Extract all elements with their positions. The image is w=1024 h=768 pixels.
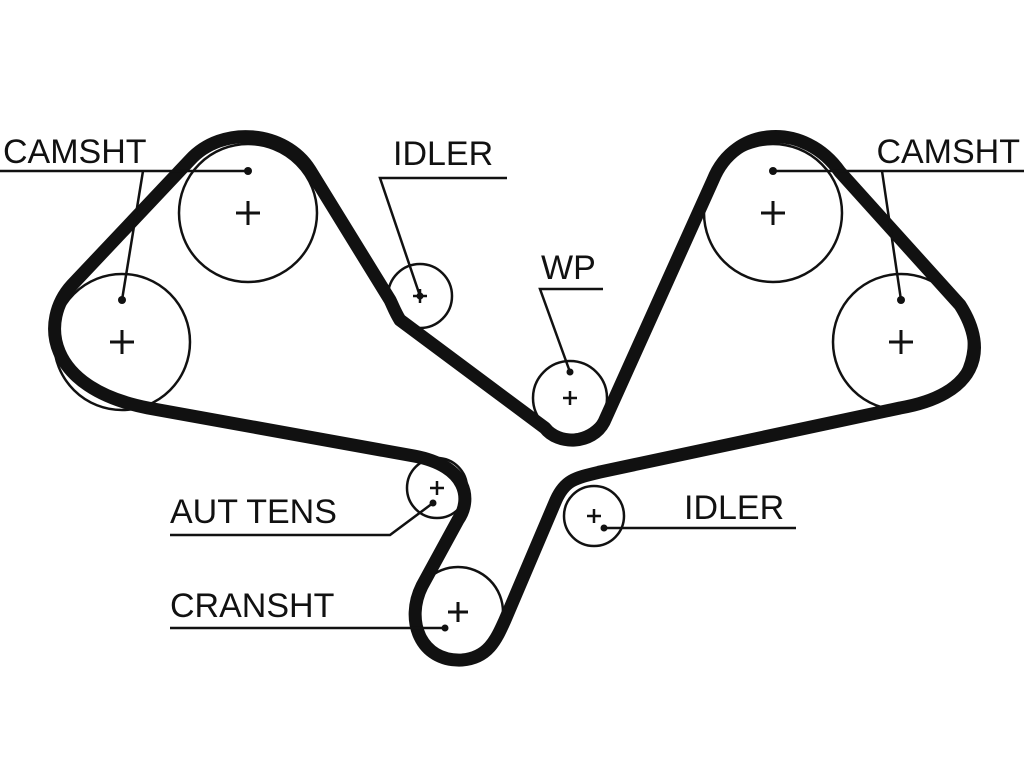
- leader-cransht: [170, 624, 449, 632]
- leader-idler-right: [600, 524, 796, 532]
- timing-belt: [48, 130, 981, 667]
- label-aut-tens: AUT TENS: [170, 493, 337, 531]
- label-wp: WP: [541, 249, 596, 287]
- label-idler-right: IDLER: [684, 489, 784, 527]
- label-cransht: CRANSHT: [170, 587, 334, 625]
- idler-right-pulley: [562, 484, 626, 548]
- camshaft-right-upper-pulley: [702, 142, 844, 284]
- leader-idler-top: [378, 176, 507, 300]
- label-camsht-right: CAMSHT: [876, 133, 1020, 171]
- label-idler-top: IDLER: [393, 135, 493, 173]
- leader-camsht-left: [0, 167, 252, 304]
- leader-camsht-right: [769, 167, 1024, 304]
- water-pump-pulley: [531, 359, 609, 437]
- leader-wp: [538, 287, 603, 376]
- camshaft-left-upper-pulley: [177, 142, 319, 284]
- leader-aut-tens: [170, 499, 437, 537]
- label-camsht-left: CAMSHT: [3, 133, 147, 171]
